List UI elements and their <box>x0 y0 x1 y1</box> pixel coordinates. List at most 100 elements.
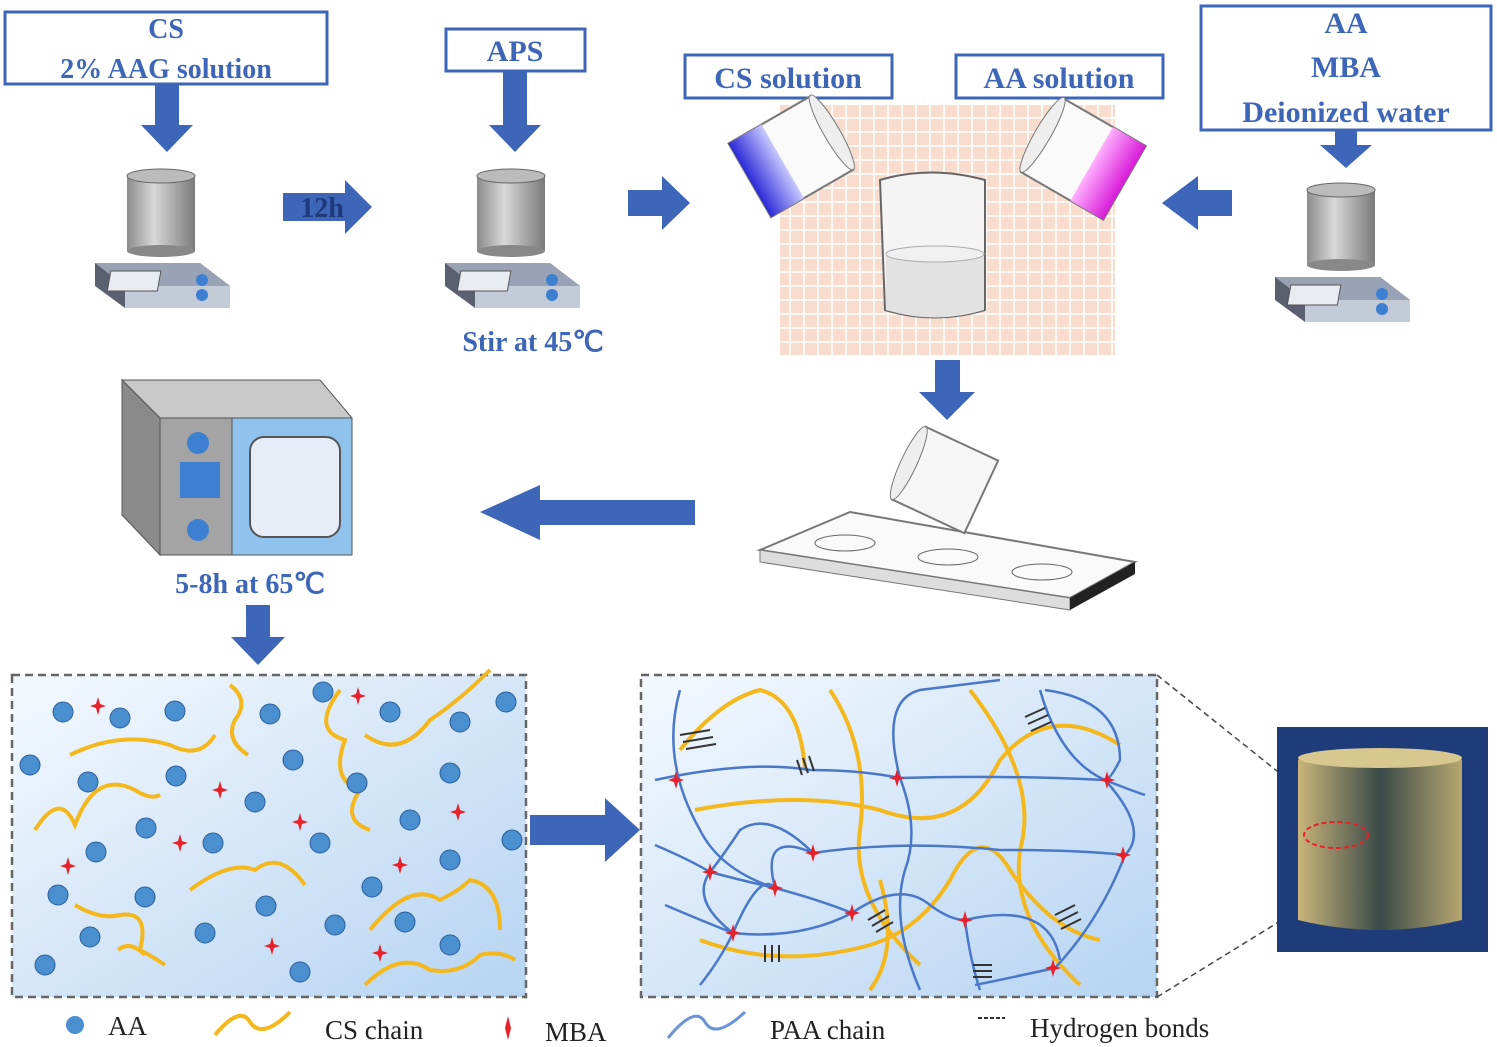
mba-crosslink-mark <box>805 844 821 862</box>
aa-monomer-dot <box>399 809 421 831</box>
legend-paa-label: PAA chain <box>770 1015 886 1045</box>
box1-line1: CS <box>148 14 184 45</box>
aa-monomer-dot <box>47 884 69 906</box>
legend-aa-label: AA <box>108 1011 147 1041</box>
aa-monomer-dot <box>164 700 186 722</box>
aa-solution-label: AA solution <box>984 62 1135 95</box>
right-arrow-icon <box>530 798 640 862</box>
mba-crosslink-mark <box>350 687 366 705</box>
oven-icon <box>120 378 354 557</box>
aa-solution-box <box>954 53 1165 100</box>
mba-crosslink-mark <box>1099 771 1115 789</box>
legend-mba-label: MBA <box>545 1017 607 1047</box>
mba-crosslink-mark <box>702 863 718 881</box>
aa-monomer-dot <box>77 771 99 793</box>
aa-monomer-dot <box>394 911 416 933</box>
mba-crosslink-mark <box>372 944 388 962</box>
magnetic-stirrer-2 <box>444 168 581 309</box>
mba-crosslink-mark <box>90 697 106 715</box>
legend-aa-marker <box>66 1016 84 1034</box>
oven-label: 5-8h at 65℃ <box>175 569 325 600</box>
magnetic-stirrer-1 <box>94 168 231 309</box>
box-right-line2: MBA <box>1311 51 1381 84</box>
aa-monomer-dot <box>439 762 461 784</box>
aa-monomer-dot <box>324 914 346 936</box>
box-right-line3: Deionized water <box>1242 96 1449 129</box>
aa-monomer-dot <box>244 791 266 813</box>
zoom-guide-lines <box>1156 674 1283 998</box>
down-arrow-icon <box>231 605 285 665</box>
aps-label: APS <box>487 35 544 68</box>
box1-line2: 2% AAG solution <box>60 54 272 85</box>
hydrogel-network-panel <box>639 673 1159 999</box>
mba-crosslink-mark <box>1115 846 1131 864</box>
down-arrow-icon <box>489 71 541 152</box>
aa-monomer-dot <box>135 817 157 839</box>
hydrogel-sample-photo <box>1298 748 1462 930</box>
mba-crosslink-mark <box>957 911 973 929</box>
aa-monomer-dot <box>449 711 471 733</box>
aa-monomer-dot <box>165 765 187 787</box>
legend-paa-marker <box>666 1010 747 1039</box>
right-arrow-icon <box>283 180 372 234</box>
aa-monomer-dot <box>282 749 304 771</box>
aa-monomer-dot <box>255 895 277 917</box>
aa-monomer-dot <box>495 691 517 713</box>
mba-crosslink-mark <box>172 834 188 852</box>
aa-monomer-dot <box>134 886 156 908</box>
aa-monomer-dot <box>194 922 216 944</box>
aa-monomers <box>19 681 523 983</box>
mba-crosslink-mark <box>264 937 280 955</box>
aa-monomer-dot <box>19 754 41 776</box>
cs-chains <box>33 668 517 987</box>
right-arrow-icon <box>628 176 690 230</box>
arrow-12h-label: 12h <box>300 193 344 224</box>
legend-cs-marker <box>213 1010 292 1037</box>
aa-monomer-dot <box>309 832 331 854</box>
aa-monomer-dot <box>79 926 101 948</box>
mba-crosslinkers <box>60 687 466 962</box>
left-arrow-icon <box>1162 176 1232 230</box>
mba-crosslink-mark <box>450 803 466 821</box>
mba-crosslink-mark <box>292 813 308 831</box>
box-right-line1: AA <box>1324 7 1368 40</box>
mba-crosslink-mark <box>212 781 228 799</box>
network-crosslinks <box>668 769 1131 977</box>
aa-monomer-dot <box>85 841 107 863</box>
left-arrow-icon <box>480 485 695 540</box>
down-arrow-icon <box>919 360 975 420</box>
mba-crosslink-mark <box>844 904 860 922</box>
magnetic-stirrer-3 <box>1274 182 1411 323</box>
aa-monomer-dot <box>346 772 368 794</box>
cs-solution-box <box>683 53 894 100</box>
stir-label: Stir at 45℃ <box>462 327 603 358</box>
down-arrow-icon <box>141 84 193 152</box>
aa-solution-beaker <box>1019 96 1148 222</box>
down-arrow-icon <box>1320 130 1372 168</box>
aa-monomer-dot <box>34 954 56 976</box>
aa-monomer-dot <box>289 961 311 983</box>
legend: AA CS chain MBA PAA chain Hydrogen bonds <box>66 1010 1209 1047</box>
aa-monomer-dot <box>109 707 131 729</box>
cs-solution-label: CS solution <box>714 62 862 95</box>
mba-crosslink-mark <box>60 857 76 875</box>
hydrogen-bonds <box>679 707 1082 978</box>
aa-monomer-dot <box>379 701 401 723</box>
aa-monomer-dot <box>259 703 281 725</box>
casting-mold <box>756 425 1138 611</box>
cs-solution-beaker <box>727 94 855 219</box>
network-cs-chains <box>678 687 1122 992</box>
aa-monomer-dot <box>361 876 383 898</box>
mba-crosslink-mark <box>392 856 408 874</box>
aa-monomer-dot <box>501 829 523 851</box>
aa-monomer-dot <box>439 849 461 871</box>
mba-crosslink-mark <box>668 771 684 789</box>
aa-monomer-dot <box>202 832 224 854</box>
legend-mba-marker <box>505 1016 511 1040</box>
mba-crosslink-mark <box>889 769 905 787</box>
aa-monomer-dot <box>52 701 74 723</box>
aa-monomer-dot <box>312 681 334 703</box>
mba-crosslink-mark <box>767 879 783 897</box>
